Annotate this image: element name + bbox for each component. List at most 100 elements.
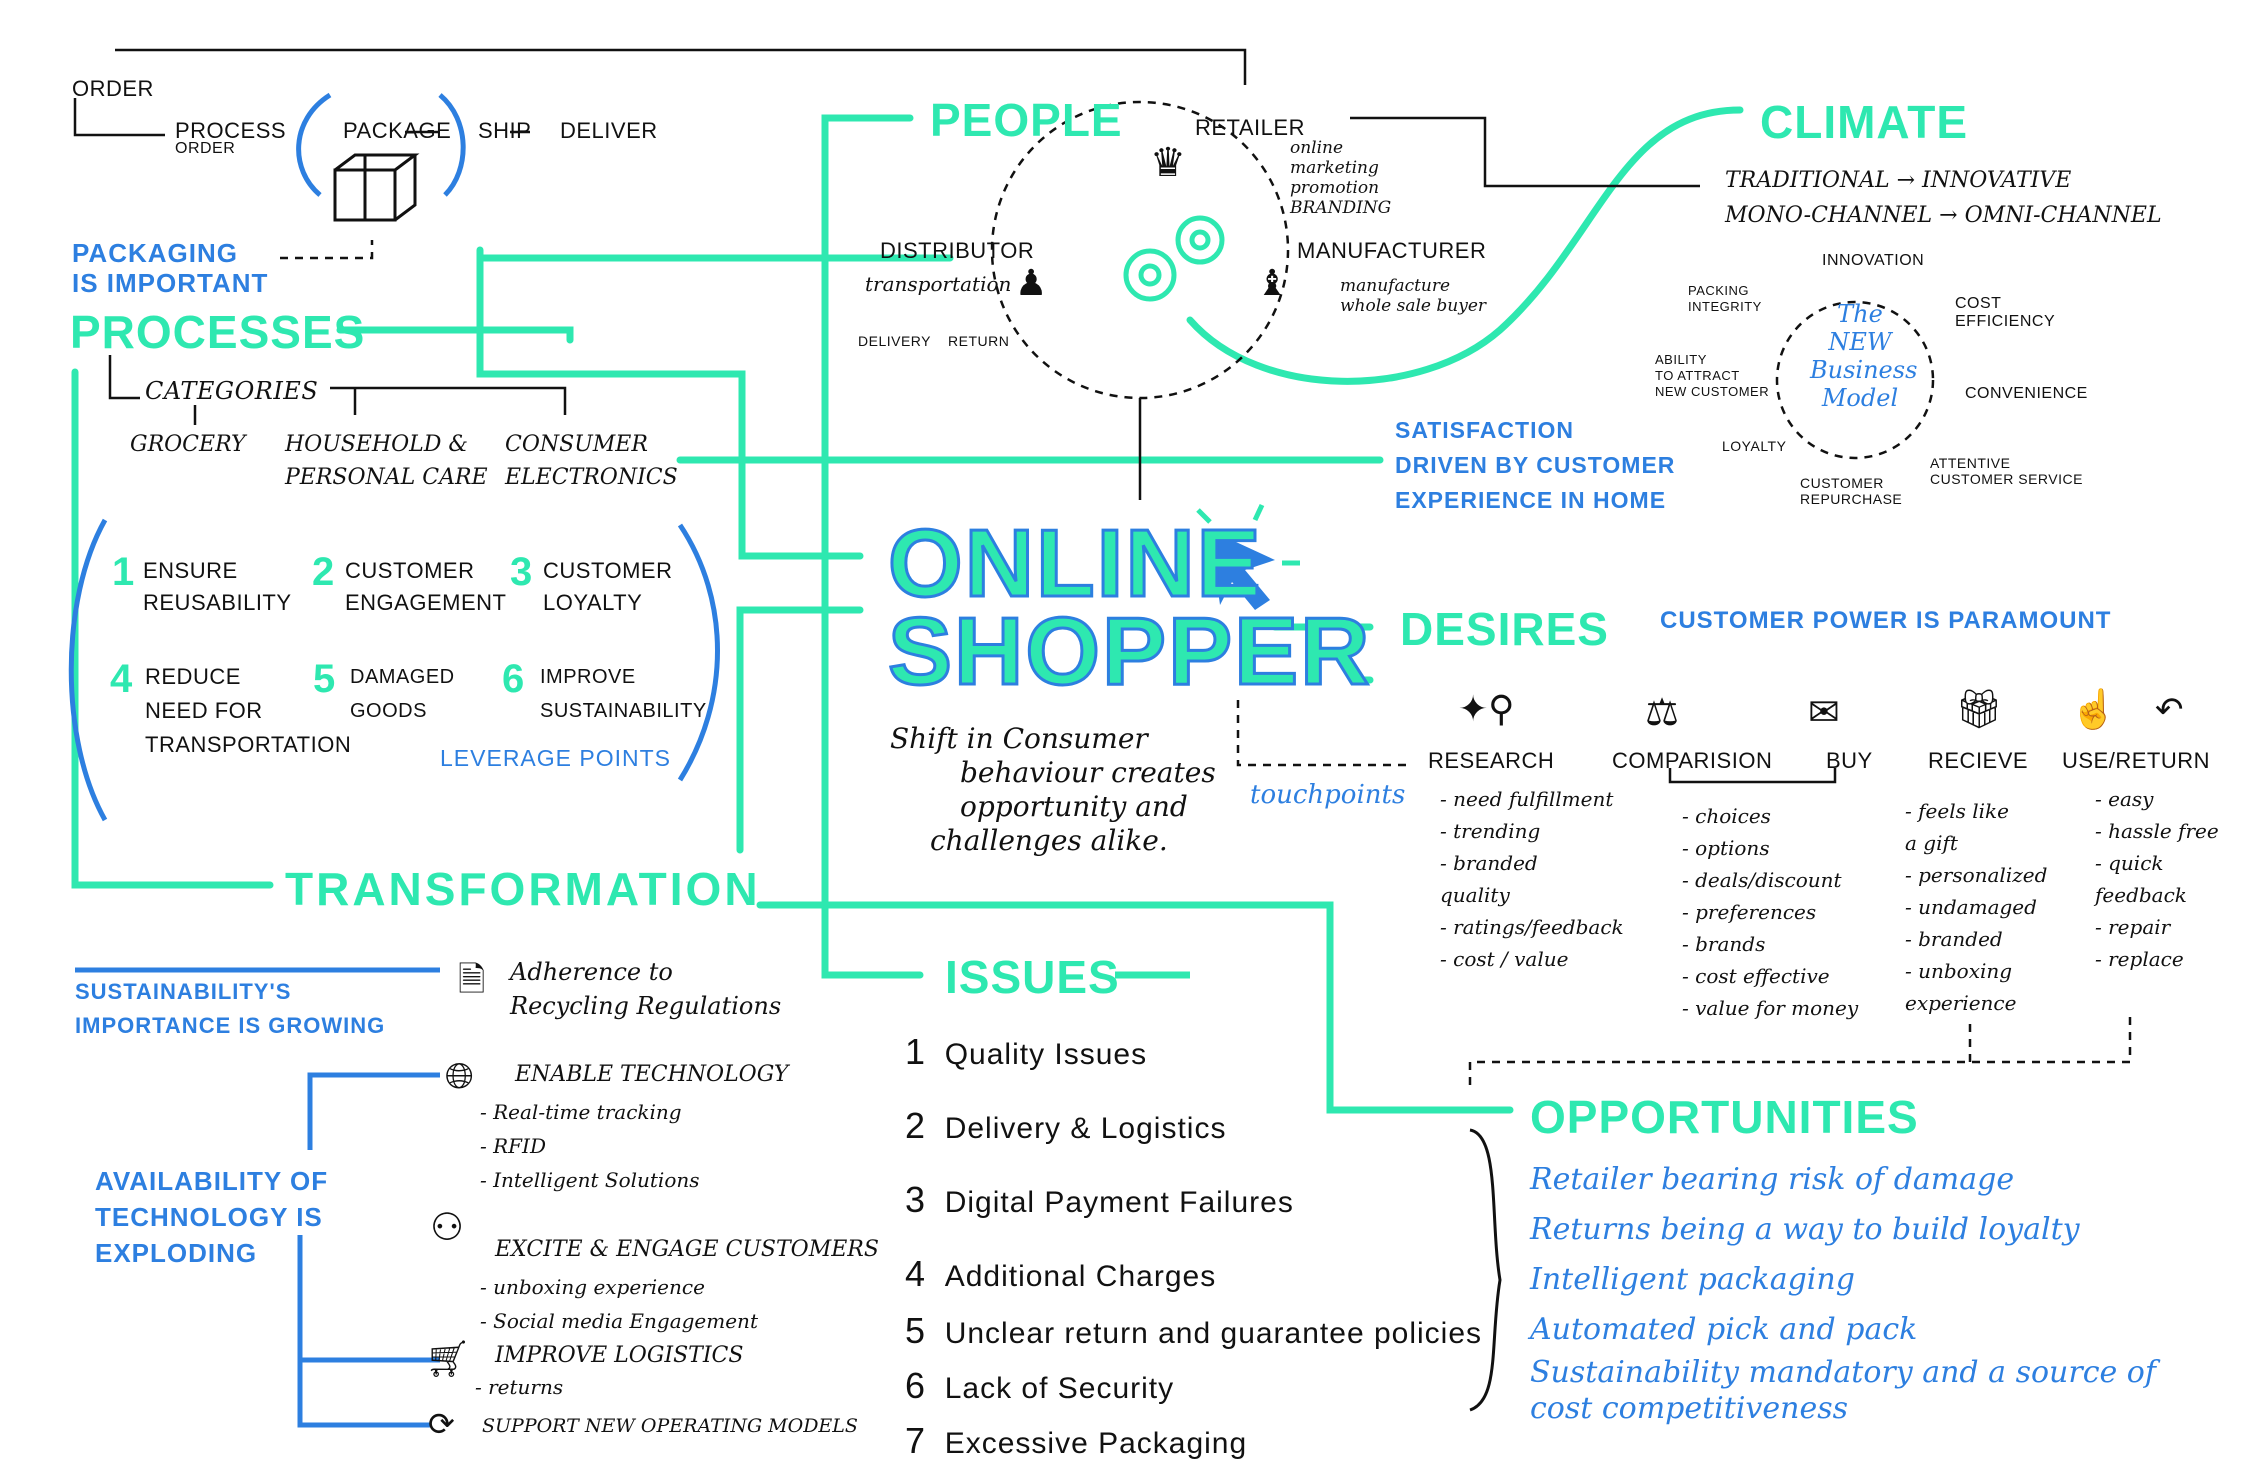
enable-list: - Real-time tracking- RFID- Intelligent … xyxy=(480,1100,700,1192)
leverage-4: 4 xyxy=(110,657,133,701)
ship-label: SHIP xyxy=(478,118,532,143)
climate-row-2: MONO-CHANNEL → OMNI-CHANNEL xyxy=(1725,203,2162,228)
excite-list: - unboxing experience- Social media Enga… xyxy=(480,1275,758,1333)
climate-title: CLIMATE xyxy=(1760,96,1969,148)
opportunity-item: Retailer bearing risk of damage xyxy=(1530,1162,2015,1197)
leverage-5: 5 xyxy=(313,657,336,701)
return-arrow-icon: ↶ xyxy=(2155,691,2184,729)
logistics-list: - returns xyxy=(475,1375,564,1399)
online-shopper-title: ONLINE SHOPPER xyxy=(886,510,1372,705)
support-models: SUPPORT NEW OPERATING MODELS xyxy=(482,1415,858,1437)
manufacturer-label: MANUFACTURER xyxy=(1297,238,1487,263)
distributor-person-icon: ♟ xyxy=(1015,262,1048,303)
scale-icon: ⚖ xyxy=(1645,692,1680,734)
touchpoints-label: touchpoints xyxy=(1250,780,1406,810)
stage-recieve: RECIEVE xyxy=(1928,748,2029,773)
cycle-icon: ⟳ xyxy=(428,1406,455,1442)
leverage-1: 1 xyxy=(112,550,135,594)
issues-title: ISSUES xyxy=(945,951,1120,1003)
leverage-points-label: LEVERAGE POINTS xyxy=(440,745,672,771)
delivery-label: DELIVERY xyxy=(858,333,931,349)
customer-power-note: CUSTOMER POWER IS PARAMOUNT xyxy=(1660,607,2112,634)
issue-item: 2 Delivery & Logistics xyxy=(905,1105,1227,1146)
leverage-3: 3 xyxy=(510,550,533,594)
gift-icon: 🎁︎ xyxy=(1955,689,2004,731)
transformation-title: TRANSFORMATION xyxy=(285,863,761,915)
people-title: PEOPLE xyxy=(930,94,1123,146)
research-list: - need fulfillment- trending- branded qu… xyxy=(1440,787,1624,971)
issue-item: 1 Quality Issues xyxy=(905,1031,1148,1072)
leverage-6: 6 xyxy=(502,657,525,701)
excite-engage: EXCITE & ENGAGE CUSTOMERS xyxy=(495,1237,879,1262)
retailer-label: RETAILER xyxy=(1195,115,1305,140)
packaging-note: PACKAGING IS IMPORTANT xyxy=(72,238,269,298)
cycle-innovation: INNOVATION xyxy=(1822,252,1925,269)
opportunity-item: cost competitiveness xyxy=(1530,1391,1848,1426)
desires-title: DESIRES xyxy=(1400,603,1609,655)
processes-title: PROCESSES xyxy=(70,306,366,358)
categories-label: CATEGORIES xyxy=(145,377,319,405)
stage-research: RESEARCH xyxy=(1428,748,1555,773)
climate-row-1: TRADITIONAL → INNOVATIVE xyxy=(1725,168,2072,193)
deliver-label: DELIVER xyxy=(560,118,658,143)
issue-item: 7 Excessive Packaging xyxy=(905,1420,1248,1461)
category-electronics: ELECTRONICS xyxy=(505,465,678,490)
opportunity-item: Sustainability mandatory and a source of xyxy=(1530,1355,2156,1390)
leverage-2: 2 xyxy=(312,550,335,594)
document-icon: 🗎︎ xyxy=(458,961,486,999)
category-grocery: GROCERY xyxy=(130,432,246,457)
issue-item: 5 Unclear return and guarantee policies xyxy=(905,1310,1483,1351)
opportunity-item: Returns being a way to build loyalty xyxy=(1530,1212,2080,1247)
manufacturer-person-icon: ♝ xyxy=(1256,262,1289,303)
opportunities-list: Retailer bearing risk of damage Returns … xyxy=(1530,1155,2156,1427)
coins-thumb-icon: ☝ xyxy=(2070,689,2118,731)
issues-list: 1 Quality Issues 2 Delivery & Logistics … xyxy=(905,1030,1482,1466)
process-sub-label: ORDER xyxy=(175,140,236,157)
return-label: RETURN xyxy=(948,333,1010,349)
issue-item: 4 Additional Charges xyxy=(905,1253,1217,1294)
improve-logistics: IMPROVE LOGISTICS xyxy=(495,1343,744,1368)
enable-technology: ENABLE TECHNOLOGY xyxy=(515,1062,789,1087)
category-personal-care: PERSONAL CARE xyxy=(285,465,488,490)
opportunity-item: Automated pick and pack xyxy=(1530,1312,1918,1347)
distributor-note: transportation xyxy=(865,272,1012,296)
opportunity-item: Intelligent packaging xyxy=(1530,1262,1855,1297)
retailer-person-icon: ♛ xyxy=(1150,141,1186,185)
process-label: PROCESS xyxy=(175,118,287,143)
cart-icon: 🛒︎ xyxy=(425,1338,471,1379)
recieve-list: - feels like a gift- personalized- undam… xyxy=(1905,799,2048,1015)
stage-use-return: USE/RETURN xyxy=(2062,748,2211,773)
people-icon: ⚇ xyxy=(430,1207,465,1249)
money-icon: ✉ xyxy=(1808,692,1840,734)
distributor-label: DISTRIBUTOR xyxy=(880,238,1035,263)
issue-item: 3 Digital Payment Failures xyxy=(905,1179,1294,1220)
comparision-list: - choices- options- deals/discount- pref… xyxy=(1682,804,1859,1020)
stage-buy: BUY xyxy=(1826,748,1873,773)
order-label: ORDER xyxy=(72,76,154,101)
issue-item: 6 Lack of Security xyxy=(905,1365,1175,1406)
research-icon: ✦⚲ xyxy=(1458,688,1515,729)
category-household: HOUSEHOLD & xyxy=(285,432,468,457)
cycle-convenience: CONVENIENCE xyxy=(1965,385,2088,402)
use-return-list: - easy- hassle free- quick feedback- rep… xyxy=(2095,787,2219,971)
opportunities-title: OPPORTUNITIES xyxy=(1530,1091,1919,1143)
shift-note: Shift in Consumer behaviour creates oppo… xyxy=(890,722,1216,857)
